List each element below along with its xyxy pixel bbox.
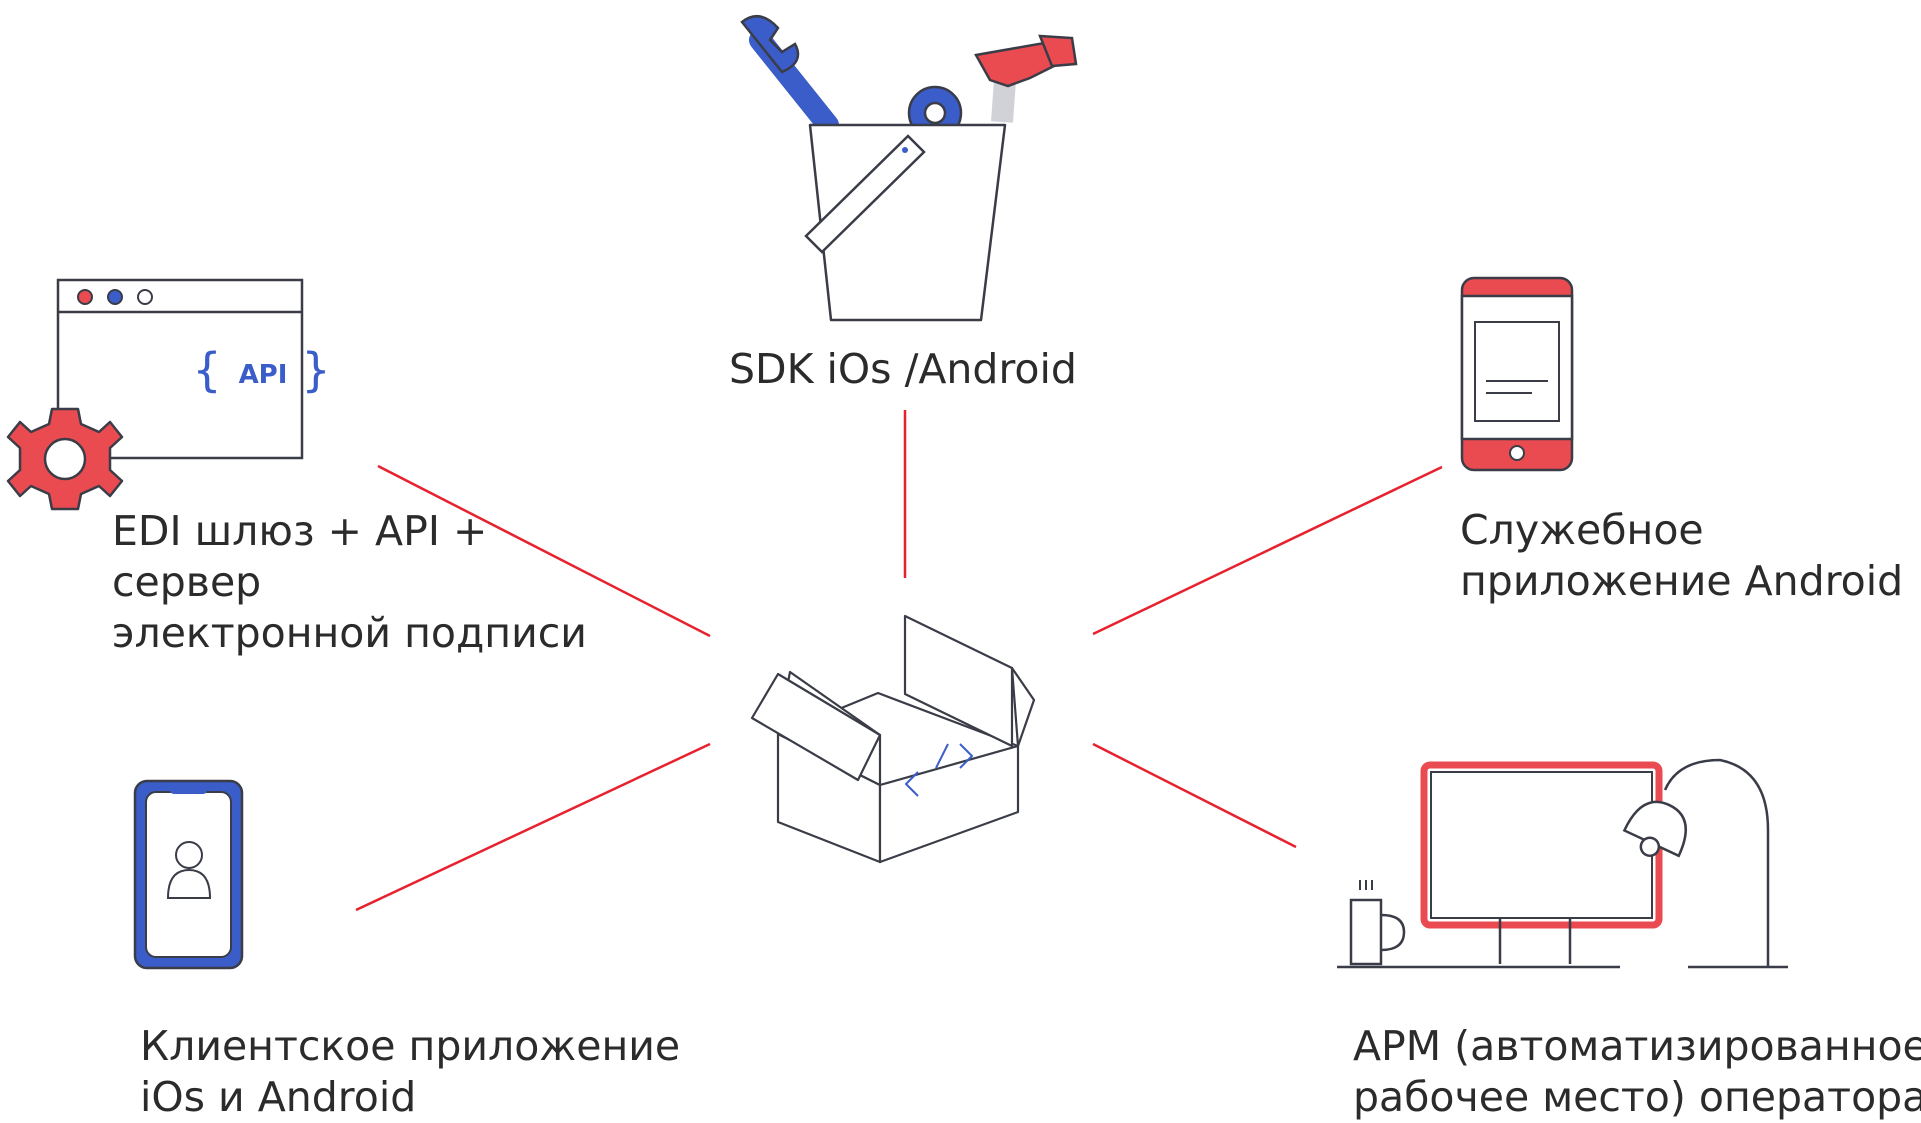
red-phone-icon [1460,276,1574,472]
api-text: API [239,360,288,390]
blue-phone-user-icon [133,779,244,970]
edi-label-line: сервер [112,558,262,606]
connector-service-app [1092,465,1443,636]
operator-label-line: рабочее место) оператора [1353,1073,1921,1121]
sdk-label-line: SDK iOs /Android [729,345,1077,393]
client-app-label: Клиентское приложение iOs и Android [140,1021,680,1123]
lamp-icon [1622,800,1687,858]
gear-icon [6,407,124,511]
lamp-arm [1663,758,1770,967]
connectors [355,410,1443,912]
workstation-lamp-mug-icon [1337,758,1788,969]
service-app-label-line: приложение Android [1460,557,1904,605]
sdk-label: SDK iOs /Android [729,344,1077,395]
edi-label-line: EDI шлюз + API + [112,507,488,555]
edi-label: EDI шлюз + API + сервер электронной подп… [112,506,587,659]
user-icon [175,841,203,869]
edi-label-line: электронной подписи [112,609,587,657]
service-app-label-line: Служебное [1460,506,1704,554]
svg-text:{}: {} [192,343,330,397]
client-app-label-line: iOs и Android [140,1073,417,1121]
tool-bucket-icon [740,15,1078,322]
browser-window [56,278,304,460]
connector-operator [1092,742,1297,849]
client-app-label-line: Клиентское приложение [140,1022,681,1070]
connector-edi [377,464,711,638]
api-window-gear-icon: API {} [6,278,331,511]
connector-client-app [355,742,711,912]
operator-label-line: АРМ (автоматизированное [1353,1022,1921,1070]
monitor-screen [1420,761,1663,929]
operator-label: АРМ (автоматизированное рабочее место) о… [1353,1021,1921,1123]
service-app-label: Служебное приложение Android [1460,505,1903,607]
mug-icon [1349,880,1406,966]
code-box-icon [750,614,1036,864]
